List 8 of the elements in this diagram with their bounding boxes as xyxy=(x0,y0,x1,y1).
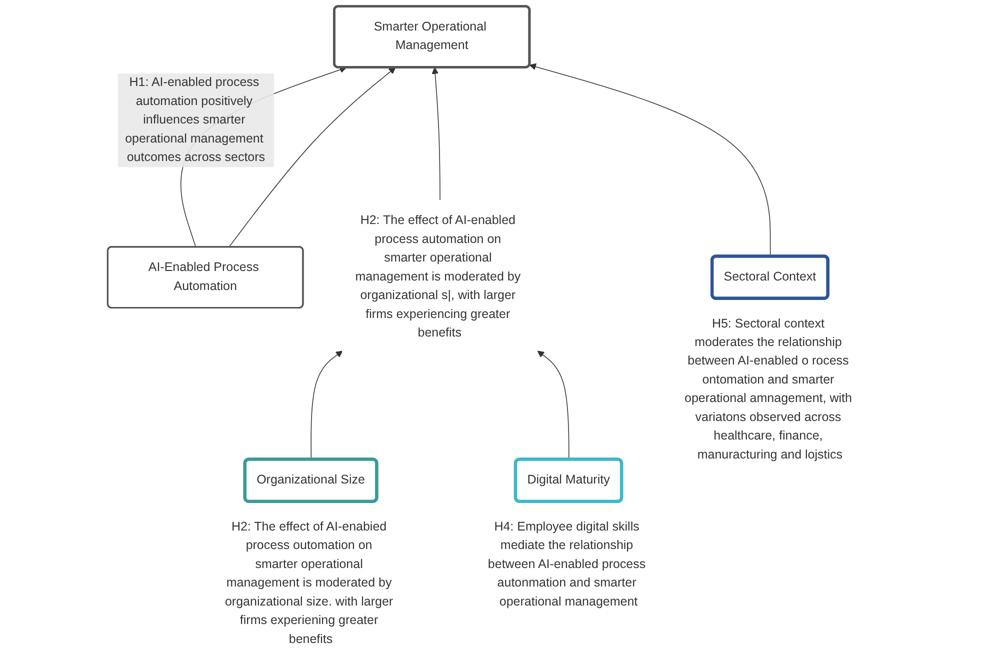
arrow xyxy=(228,67,396,248)
edge-label: H1: AI-enabled process automation positively influences smarter operational management outcomes across sectors xyxy=(125,76,266,164)
node-label: H4: Employee digital skills mediate the relationship between AI-enabled process autonmation and smarter operational management xyxy=(488,520,646,608)
node-label: H5: Sectoral context moderates the relationship between AI-enabled o rocess ontomation and smarter operational amnagement, with variatons observed across healthcare, finance, manuracturing and lojstics xyxy=(684,317,852,462)
arrow xyxy=(529,63,771,257)
node-text: H2: The effect of AI-enabled process automation on smarter operational management is moderated by organizational s|, with larger firms experiencing greater benefits xyxy=(355,214,521,340)
node-label: H2: The effect of AI-enabied process outomation on smarter operational management is moderated by organizational size. with larger firms experiening greater benefits xyxy=(224,520,394,646)
arrow xyxy=(432,67,440,201)
